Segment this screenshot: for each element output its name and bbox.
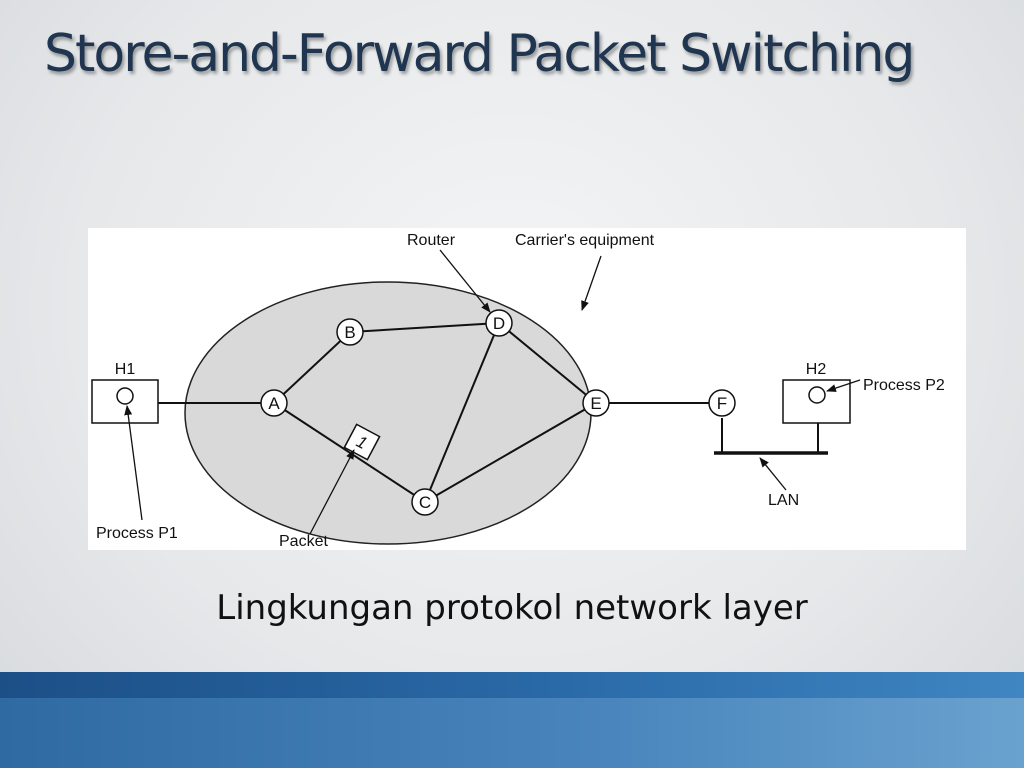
link-a-b bbox=[273, 331, 351, 404]
carrier-equipment-ellipse bbox=[184, 281, 592, 545]
carrier-callout-label: Carrier's equipment bbox=[515, 232, 655, 249]
process-p2-callout-arrow bbox=[826, 379, 861, 392]
lan-callout-label: LAN bbox=[768, 492, 799, 509]
host-h1-label: H1 bbox=[115, 361, 136, 378]
router-f-label: F bbox=[717, 394, 727, 413]
slide-caption: Lingkungan protokol network layer bbox=[216, 588, 808, 628]
router-callout-arrow bbox=[439, 249, 491, 313]
router-b-label: B bbox=[344, 323, 355, 342]
process-p2-circle bbox=[808, 386, 826, 404]
router-a bbox=[260, 389, 288, 417]
link-d-e bbox=[498, 322, 597, 404]
process-p1-label: Process P1 bbox=[96, 525, 178, 542]
host-h2-label: H2 bbox=[806, 361, 827, 378]
link-b-d bbox=[349, 322, 500, 333]
router-callout-label: Router bbox=[407, 232, 456, 249]
carrier-callout-arrow bbox=[581, 255, 602, 311]
slide-title: Store-and-Forward Packet Switching bbox=[44, 24, 915, 84]
network-diagram: A B C D E F 1 Router Carrier's equipment… bbox=[88, 228, 966, 550]
router-d-label: D bbox=[493, 314, 505, 333]
router-c-label: C bbox=[419, 493, 431, 512]
process-p1-circle bbox=[116, 387, 134, 405]
link-d-c bbox=[424, 322, 500, 503]
router-d bbox=[485, 309, 513, 337]
router-f bbox=[708, 389, 736, 417]
router-e bbox=[582, 389, 610, 417]
link-c-e bbox=[424, 402, 597, 503]
footer-band-top bbox=[0, 672, 1024, 698]
router-a-label: A bbox=[268, 394, 280, 413]
process-p2-label: Process P2 bbox=[863, 377, 945, 394]
lan-callout-arrow bbox=[759, 457, 787, 491]
router-e-label: E bbox=[590, 394, 601, 413]
router-b bbox=[336, 318, 364, 346]
process-p1-callout-arrow bbox=[124, 405, 143, 521]
packet-callout-label: Packet bbox=[279, 533, 328, 550]
packet-callout-arrow bbox=[309, 449, 355, 535]
network-diagram-svg: A B C D E F 1 Router Carrier's equipment… bbox=[91, 232, 945, 550]
footer-band-bottom bbox=[0, 698, 1024, 768]
router-c bbox=[411, 488, 439, 516]
